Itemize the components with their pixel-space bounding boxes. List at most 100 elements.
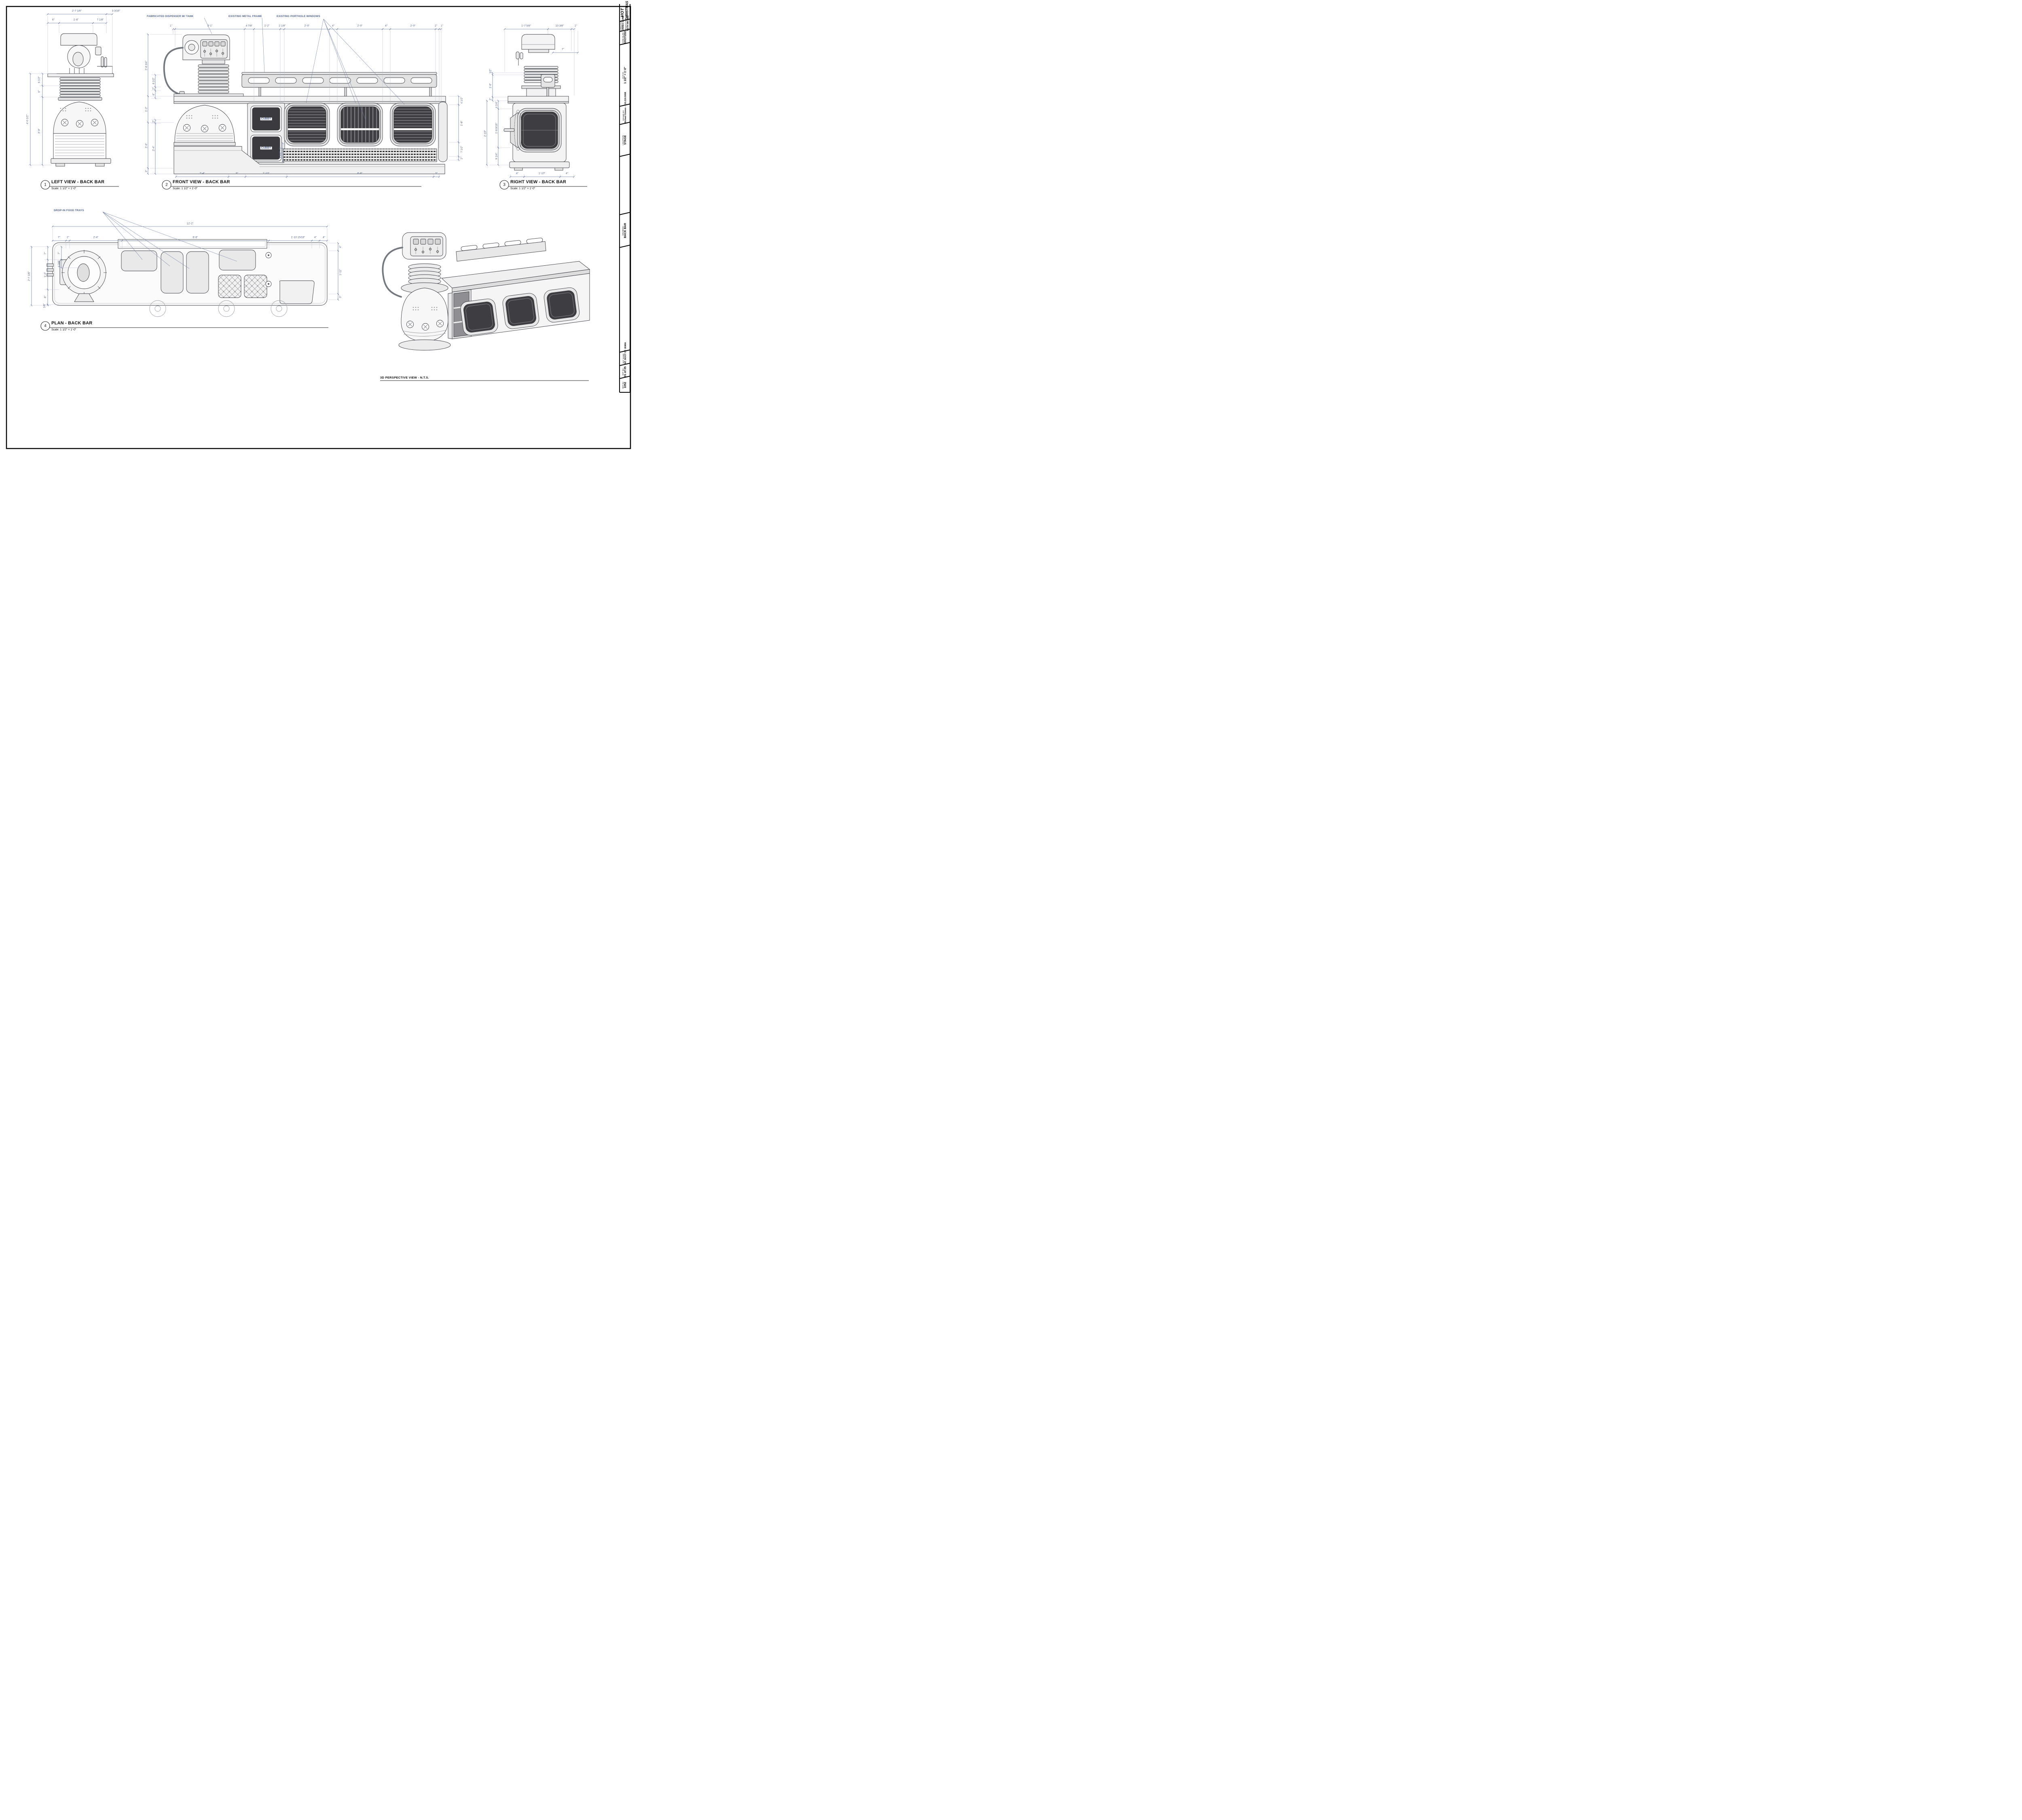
tb-value: BETH MICKLE xyxy=(627,15,630,31)
tb-value: BACK BAR xyxy=(624,223,627,238)
tb-value: 10/27/2021 xyxy=(624,29,627,44)
dim-label: 4 1/4" xyxy=(495,101,498,108)
view-title: RIGHT VIEW - BACK BAR xyxy=(510,180,567,184)
tb-location: LOCATION: STAGE xyxy=(622,125,628,154)
tb-drawing: DRAWING: BACK BAR xyxy=(622,216,628,245)
dim-label: 4'-0 1/2" xyxy=(26,114,29,124)
perspective-title: 3D PERSPECTIVE VIEW - N.T.S. xyxy=(380,376,429,379)
callout-label: DROP-IN FOOD TRAYS xyxy=(54,209,84,212)
dim-label: 1" xyxy=(170,24,172,28)
dim-label: 2" xyxy=(152,87,155,90)
dim-label: 1'-6" xyxy=(73,18,79,21)
left-view-dimensions xyxy=(28,13,114,166)
dim-label: 3 3/16" xyxy=(112,9,121,13)
dim-label: 2'-7 1/8" xyxy=(27,271,31,281)
porthole-window xyxy=(284,103,330,146)
right-view-drawing xyxy=(503,34,570,171)
dim-label: 4" xyxy=(566,172,568,175)
dim-label: 4 3/8" xyxy=(57,260,61,267)
dim-label: 2" xyxy=(460,157,463,159)
dim-label: 7 1/8" xyxy=(97,18,104,21)
view-scale: Scale: 1 1/2" = 1'-0" xyxy=(510,187,535,190)
dim-label: 1'-0" xyxy=(489,83,492,89)
cubby-label: CUBBY xyxy=(260,146,272,150)
dim-label: 6'-6" xyxy=(357,172,363,175)
dim-label: 1 1/2" - 5" xyxy=(279,146,282,159)
tb-value: Michael Gowen - 310.210.5068 xyxy=(624,92,627,124)
dim-label: 4" xyxy=(323,236,325,239)
dim-label: 1'-7 5/8" xyxy=(521,24,531,28)
dim-label: 6 1/2" xyxy=(152,77,155,85)
dim-label: 9 1/4" xyxy=(495,152,498,160)
dim-label: 4" xyxy=(152,93,155,95)
dim-label: 3" xyxy=(145,170,148,172)
view-title-marks xyxy=(40,180,587,331)
callout-label: EXISTING METAL FRAME xyxy=(228,15,262,18)
dim-label: 1'-10" xyxy=(538,172,546,175)
dim-label: 1'-11" xyxy=(339,269,342,276)
plan-view-dimensions xyxy=(30,212,339,307)
dim-label: 2'-0" xyxy=(410,24,416,28)
dim-label: 3" xyxy=(339,296,342,298)
dim-label: 3" xyxy=(435,172,438,175)
dim-label: 1'-10 15/16" xyxy=(291,236,305,239)
view-number: 4 xyxy=(44,324,47,328)
dim-label: 2'-7 1/8" xyxy=(72,9,82,13)
dim-label: 4" xyxy=(385,24,387,28)
dim-label: 2'-4" xyxy=(152,146,155,151)
dim-label: 2'-0" xyxy=(357,24,363,28)
title-block-frame xyxy=(619,4,630,393)
view-title: PLAN - BACK BAR xyxy=(51,321,93,326)
dim-label: 2'-10" xyxy=(484,130,487,137)
dim-label: 2'-0" xyxy=(304,24,310,28)
view-scale: Scale: 1 1/2" = 1'-0" xyxy=(173,187,198,190)
view-title: LEFT VIEW - BACK BAR xyxy=(51,180,105,184)
dim-label: 4 1/2" xyxy=(460,97,463,104)
tb-drawn-by: DRAWN BY: Michael Gowen - 310.210.5068 xyxy=(622,92,627,124)
front-view-drawing xyxy=(163,34,448,174)
tb-value: 01 of 05 xyxy=(624,366,627,377)
tb-value: INT. BOOT OF JEMIA xyxy=(624,342,627,364)
dim-label: 7 1/2" xyxy=(460,146,463,153)
dim-label: 8" xyxy=(44,296,47,298)
dim-label: 1'-2" xyxy=(264,24,270,28)
dim-label: 6" xyxy=(38,90,41,93)
porthole-window xyxy=(390,103,436,146)
dim-label: 2'-4" xyxy=(199,172,205,175)
tb-date: DATE RLSD: 10/27/2021 xyxy=(622,29,628,44)
sheet-linework xyxy=(6,4,631,449)
right-view-dimensions xyxy=(486,28,579,178)
dim-label: 2" xyxy=(435,24,437,28)
left-view-drawing xyxy=(47,33,114,167)
dim-label: 2" xyxy=(67,236,69,239)
porthole-window xyxy=(337,103,383,146)
dim-label: 6 1/2" xyxy=(38,76,41,83)
dim-label: 2" xyxy=(489,98,492,100)
dim-label: 1" xyxy=(575,24,577,28)
dim-label: 6'-6" xyxy=(192,236,198,239)
plan-view-drawing xyxy=(47,239,328,317)
callout-label: EXISTING PORTHOLE WINDOWS xyxy=(277,15,320,18)
dim-label: 1/2" xyxy=(489,69,492,74)
front-view-dimensions xyxy=(147,17,461,178)
dim-label: 7" xyxy=(58,236,60,239)
dim-label: 4 7/8" xyxy=(245,24,253,28)
view-number: 2 xyxy=(165,182,168,187)
dim-label: 7" xyxy=(44,252,47,254)
tb-value: STAGE xyxy=(624,135,627,145)
view-number: 1 xyxy=(44,182,47,187)
dim-label: 2 1/8" xyxy=(279,24,286,28)
dim-label: 4" xyxy=(314,236,317,239)
perspective-drawing xyxy=(382,232,590,351)
view-number: 3 xyxy=(503,182,506,187)
dim-label: 4" xyxy=(339,245,342,248)
dim-label: 1'-2" xyxy=(145,106,148,112)
dim-label: 3'-1" xyxy=(207,24,213,28)
dim-label: 4" xyxy=(332,24,334,28)
dim-label: 2'-8 3/4" xyxy=(145,61,148,70)
drawing-sheet: 2'-7 1/8" 3 3/16" 6" 1'-6" 7 1/8" 4'-0 1… xyxy=(0,0,637,455)
dim-label: 7" xyxy=(562,48,564,51)
vent-grille xyxy=(283,148,437,162)
view-scale: Scale: 1 1/2" = 1'-0" xyxy=(51,187,76,190)
view-scale: Scale: 1 1/2" = 1'-0" xyxy=(51,328,76,331)
